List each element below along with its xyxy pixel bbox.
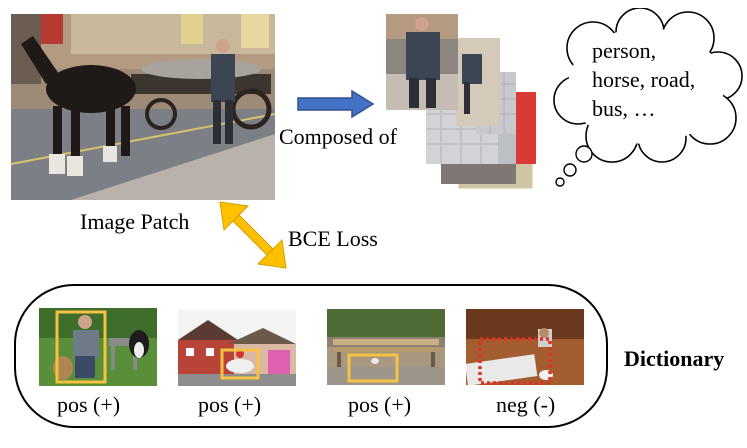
dictionary-sample-1 [39,308,157,386]
dictionary-sample-2 [178,310,296,386]
patch-stack [386,14,536,190]
dictionary-sample-4 [466,309,584,385]
bce-loss-arrow [216,198,290,272]
thought-bubble-line-3: bus, … [592,96,656,121]
thought-bubble-line-2: horse, road, [592,67,696,92]
dictionary-sample-3 [327,309,445,385]
dictionary-sample-1-label: pos (+) [57,392,121,417]
main-image [11,14,275,200]
dictionary-title: Dictionary [624,346,725,371]
thought-bubble-cloud [550,8,744,192]
bce-loss-label: BCE Loss [288,226,378,251]
dictionary-sample-4-label: neg (-) [496,392,556,417]
thought-bubble-line-1: person, [592,38,657,63]
dictionary-sample-3-label: pos (+) [348,392,412,417]
composed-of-label: Composed of [279,124,397,149]
composed-of-arrow [296,90,376,118]
dictionary-sample-2-label: pos (+) [198,392,262,417]
image-patch-label: Image Patch [80,209,190,234]
